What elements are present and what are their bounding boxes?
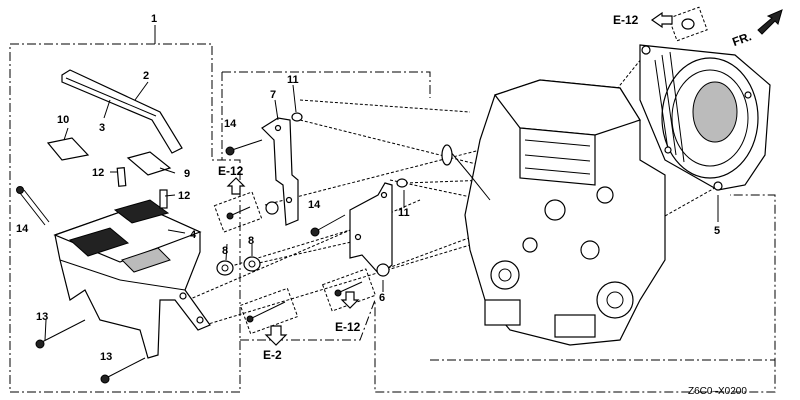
fan-cover-part-5 [639, 44, 771, 191]
pad-part-10 [46, 137, 90, 161]
ref-arrow-e12-left [226, 177, 246, 195]
front-direction-arrow [757, 9, 783, 35]
callout-6: 6 [379, 292, 385, 304]
pad-part-9 [126, 151, 172, 176]
bracket-part-7 [261, 112, 303, 226]
callout-14-right: 14 [308, 199, 321, 211]
ref-label-e2: E-2 [263, 348, 282, 362]
fastener-boxes [213, 6, 708, 335]
reference-labels: E-12 E-12 E-12 E-2 FR. Z6C0–X0200 [218, 13, 753, 397]
ref-arrow-e12-mid [340, 291, 360, 309]
callout-10: 10 [57, 114, 69, 126]
callout-14-mid: 14 [224, 118, 237, 130]
callout-11-lower: 11 [398, 207, 410, 219]
callout-9: 9 [184, 168, 190, 180]
ref-label-e12-left: E-12 [218, 164, 244, 178]
bracket-part-6 [349, 178, 408, 277]
callout-13-upper: 13 [36, 311, 48, 323]
callout-8-left: 8 [222, 245, 228, 257]
group-frame-part-1 [9, 25, 241, 393]
callout-leaders [44, 81, 719, 341]
callout-1: 1 [151, 13, 157, 25]
front-direction-label: FR. [730, 29, 753, 49]
callout-13-lower: 13 [100, 351, 112, 363]
callout-11-upper: 11 [287, 74, 299, 86]
callout-4: 4 [190, 229, 197, 241]
screws [16, 139, 363, 384]
callout-5: 5 [714, 225, 720, 237]
ref-arrow-e12-top [650, 11, 695, 30]
callout-2: 2 [143, 70, 149, 82]
diagram-code: Z6C0–X0200 [688, 386, 747, 397]
callout-8-right: 8 [248, 235, 254, 247]
ref-label-e12-top: E-12 [613, 13, 639, 27]
callout-3: 3 [99, 122, 105, 134]
group-frame-bracket [221, 71, 776, 393]
engine-block [441, 79, 666, 346]
control-panel-base [53, 199, 211, 359]
callout-7: 7 [270, 89, 276, 101]
callout-12-lower: 12 [178, 190, 190, 202]
callout-labels: 1 2 3 10 12 9 12 4 14 8 8 13 13 14 7 11 … [16, 13, 720, 363]
callout-14-left: 14 [16, 223, 29, 235]
callout-12-upper: 12 [92, 167, 104, 179]
seal-strip [61, 69, 183, 154]
ref-arrow-e2 [264, 325, 288, 346]
ref-label-e12-mid: E-12 [335, 320, 361, 334]
nuts-part-8 [216, 256, 261, 276]
